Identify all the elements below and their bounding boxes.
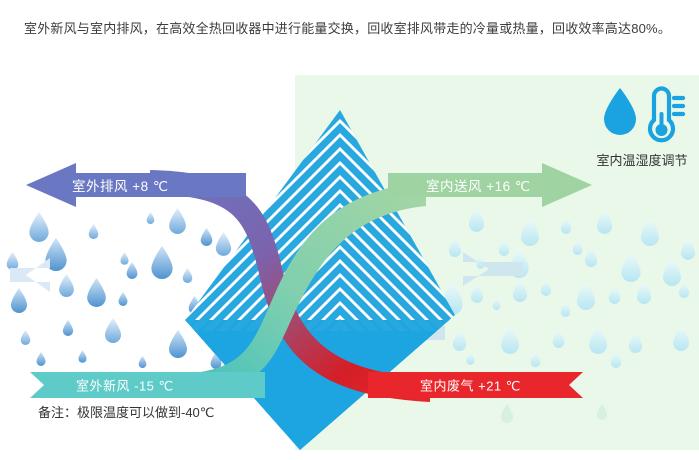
flow-arrow-exhaust-out-label: 室外排风 +8 ℃ — [72, 179, 169, 194]
heat-exchanger-core — [185, 110, 455, 450]
indoor-climate-control-label: 室内温湿度调节 — [596, 153, 688, 168]
ribbon-notched-shape — [368, 372, 583, 398]
thermometer-icon — [647, 86, 686, 143]
ribbon-notched-shape — [30, 372, 265, 398]
indoor-climate-control-badge: 室内温湿度调节 — [590, 82, 694, 169]
water-drop-icon — [604, 88, 636, 135]
flow-arrow-supply-in-label: 室内送风 +16 ℃ — [426, 179, 531, 194]
flow-ribbon-fresh-in-label: 室外新风 -15 ℃ — [76, 378, 174, 394]
arrow-left-shape — [26, 163, 246, 207]
arrow-right-shape — [388, 163, 592, 207]
limit-temperature-note: 备注：极限温度可以做到-40℃ — [38, 405, 215, 420]
page-title: 室外新风与室内排风，在高效全热回收器中进行能量交换，回收室排风带走的冷量或热量，… — [24, 21, 672, 36]
flow-arrow-exhaust-out[interactable]: 室外排风 +8 ℃ — [26, 163, 246, 207]
flow-ribbon-exhaust-in-label: 室内废气 +21 ℃ — [420, 378, 521, 394]
flow-ribbon-fresh-in[interactable]: 室外新风 -15 ℃ — [30, 372, 265, 398]
thermometer-mercury — [659, 112, 664, 128]
flow-arrow-supply-in[interactable]: 室内送风 +16 ℃ — [388, 163, 592, 207]
badge-icons — [590, 82, 694, 148]
flow-ribbon-exhaust-in[interactable]: 室内废气 +21 ℃ — [368, 372, 583, 398]
thermometer-bulb — [655, 124, 668, 136]
